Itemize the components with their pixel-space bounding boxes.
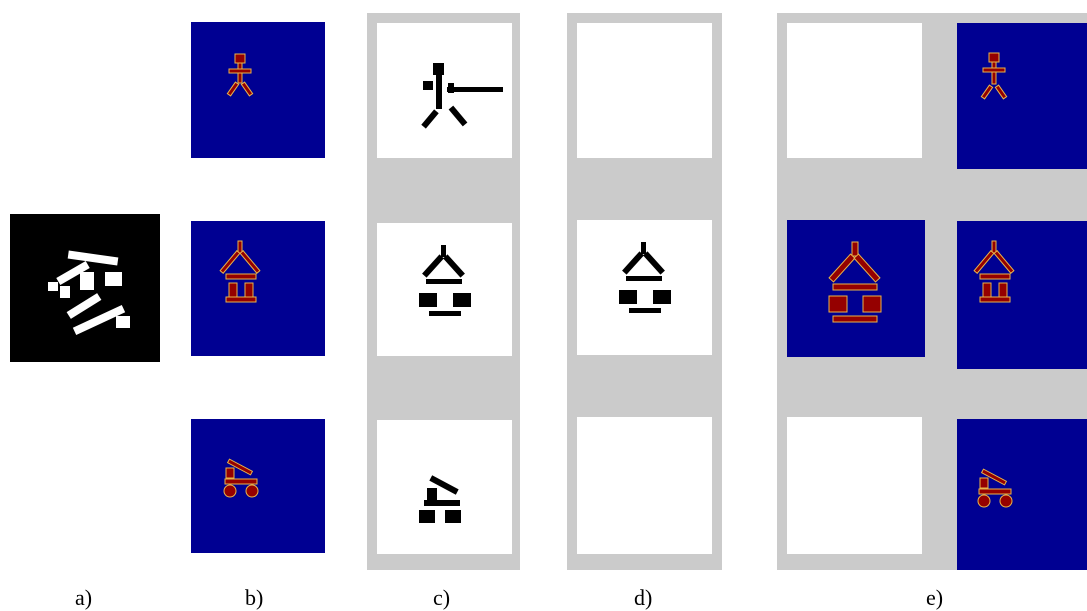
panel-b-cart	[191, 419, 325, 553]
label-a: a)	[75, 585, 93, 610]
cart-icon	[223, 458, 259, 498]
house-black-icon	[619, 242, 671, 313]
panel-e-cell-5	[787, 417, 922, 554]
panel-c	[367, 13, 520, 570]
label-c: c)	[433, 585, 451, 610]
house-icon	[973, 240, 1015, 303]
stick-figure-icon	[980, 52, 1008, 100]
label-d: d)	[634, 585, 653, 610]
panel-d-cell-3	[577, 417, 712, 554]
scattered-pieces-image	[48, 250, 130, 336]
panel-c-cell-2	[377, 223, 512, 356]
panel-e-cell-2	[957, 23, 1087, 169]
stick-figure-black-icon	[421, 63, 503, 129]
panel-e-cell-3	[787, 220, 925, 357]
panel-d-cell-1	[577, 23, 712, 158]
cart-icon	[977, 468, 1013, 508]
house-icon	[219, 240, 261, 303]
cart-black-icon	[419, 475, 461, 523]
label-e: e)	[926, 585, 944, 610]
stick-figure-icon	[226, 53, 254, 97]
house-large-icon	[828, 241, 882, 323]
panel-c-cell-3	[377, 420, 512, 554]
panel-e-cell-1	[787, 23, 922, 158]
panel-d	[567, 13, 722, 570]
label-b: b)	[245, 585, 264, 610]
panel-b-figure	[191, 22, 325, 158]
panel-d-cell-2	[577, 220, 712, 355]
panel-e-cell-6	[957, 419, 1087, 570]
panel-e-cell-4	[957, 221, 1087, 369]
panel-b-house	[191, 221, 325, 356]
house-black-icon	[419, 245, 471, 316]
panel-a	[10, 214, 160, 362]
panel-c-cell-1	[377, 23, 512, 158]
panel-e	[777, 13, 1087, 570]
